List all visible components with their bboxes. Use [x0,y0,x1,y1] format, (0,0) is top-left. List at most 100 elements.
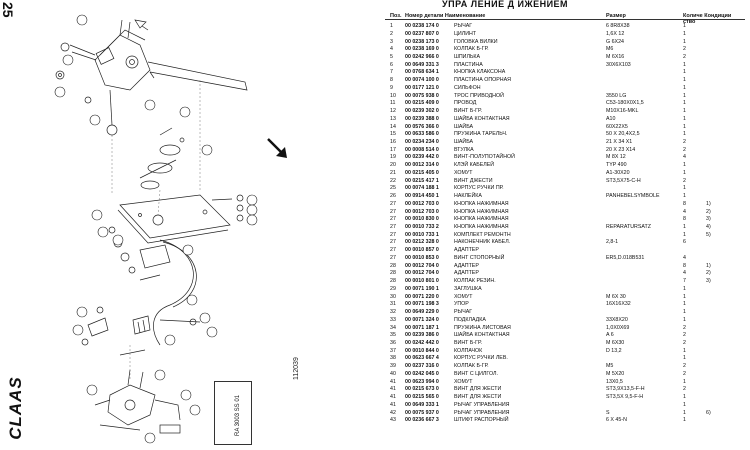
cell-art: 00 0649 333 1 [405,401,439,408]
cell-pos: 32 [390,309,396,315]
cell-size: 33X8X20 [606,316,628,323]
cell-art: 00 0074 100 0 [405,77,439,84]
cell-name: КОРПУС РУЧКИ ЛЕВ. [454,355,508,362]
cell-art: 00 0010 801 0 [405,278,439,285]
cell-pos: 28 [390,262,396,269]
cell-art: 00 0215 405 0 [405,169,439,176]
cell-name: ПРУЖИНА ТАРЕЛЬЧ. [454,131,508,138]
cell-name: ВИНТ-ПОЛУПОТАЙНОЙ [454,154,515,161]
cell-pos: 33 [390,316,396,323]
cell-name: ВИНТ Б-ГР. [454,108,482,114]
cell-qty: 4 [683,254,686,261]
cell-art: 00 0071 324 0 [405,316,439,323]
cell-size: 1,6X 12 [606,30,625,37]
cell-name: ШТИФТ РАСПОРНЫЙ [454,417,509,424]
cell-art: 00 0071 220 0 [405,293,439,300]
cell-note: 2) [706,208,711,215]
cell-qty: 1 [683,401,686,408]
cell-qty: 1 [683,115,686,122]
cell-art: 00 0012 703 0 [405,200,439,207]
cell-art: 00 0633 586 0 [405,131,439,138]
cell-name: ВИНТ ДЛЯ ЖЕСТИ [454,386,502,393]
cell-pos: 28 [390,270,396,277]
cell-pos: 27 [390,216,396,223]
cell-size: 60X22X5 [606,123,628,130]
header-rule [385,19,745,20]
cell-qty: 1 [683,285,686,292]
cell-pos: 21 [390,169,396,176]
cell-qty: 1 [683,108,686,114]
drawing-stamp-text: RA 3003 SS 01 [235,394,241,436]
cell-note: 3) [706,278,711,285]
cell-art: 00 0649 331 3 [405,61,439,68]
cell-pos: 22 [390,177,396,184]
cell-size: 30X6X103 [606,61,631,68]
cell-art: 00 0010 733 2 [405,224,439,230]
cell-qty: 1 [683,162,686,169]
cell-size: M 8X 12 [606,154,626,161]
cell-art: 00 0623 667 4 [405,355,439,362]
cell-name: РЫЧАГ УПРАВЛЕНИЯ [454,409,510,416]
cell-pos: 43 [390,417,396,424]
cell-size: ST3,9X13,5-F-H [606,386,645,393]
cell-qty: 1 [683,169,686,176]
cell-pos: 35 [390,332,396,339]
cell-qty: 2 [683,370,686,377]
cell-art: 00 0215 673 0 [405,386,439,393]
column-header-qty: Количе Кондиции [683,13,732,19]
cell-pos: 12 [390,108,396,114]
cell-name: РЫЧАГ УПРАВЛЕНИЯ [454,401,510,408]
cell-size: A10 [606,115,616,122]
cell-qty: 8 [683,216,686,223]
cell-art: 00 0012 314 0 [405,162,439,169]
cell-art: 00 0238 173 0 [405,38,439,45]
cell-qty: 8 [683,262,686,269]
cell-name: ВТУЛКА [454,146,474,153]
cell-size: 6 X 45-N [606,417,627,424]
cell-name: КОЛПАК Б-ГР. [454,363,489,370]
cell-name: СИЛЬФОН [454,84,481,91]
cell-art: 00 0239 386 0 [405,332,439,339]
cell-art: 00 0071 190 1 [405,285,439,292]
cell-size: 3550 LG [606,92,627,99]
cell-art: 00 0242 442 0 [405,339,439,346]
cell-name: КНОПКА НАЖИМНАЯ [454,208,509,215]
cell-pos: 19 [390,154,396,161]
cell-art: 00 0010 853 0 [405,254,439,261]
cell-qty: 1 [683,77,686,84]
cell-size: REPARATURSATZ [606,224,652,230]
cell-name: ВИНТ С ЦИЛГОЛ. [454,370,498,377]
cell-name: УПОР [454,301,469,308]
cell-size: G 6X24 [606,38,624,45]
cell-art: 00 0010 844 0 [405,347,439,354]
cell-pos: 27 [390,200,396,207]
cell-name: ЗАГЛУШКА [454,285,482,292]
cell-name: ШПИЛЬКА [454,53,481,60]
cell-art: 00 0239 442 0 [405,154,439,161]
cell-size: M10X16-MKL [606,108,639,114]
cell-qty: 2 [683,177,686,184]
cell-pos: 27 [390,239,396,246]
cell-qty: 1 [683,355,686,362]
cell-pos: 39 [390,363,396,370]
cell-art: 00 0914 450 1 [405,193,439,200]
cell-pos: 17 [390,146,396,153]
cell-size: M 6X30 [606,339,625,346]
cell-size: ST3,5X75-C-H [606,177,641,184]
cell-name: ШАЙБА [454,138,474,145]
cell-size: A 6 [606,332,614,339]
cell-art: 00 0236 667 3 [405,417,439,424]
cell-name: КНОПКА КЛАКСОНА [454,69,506,76]
cell-pos: 28 [390,278,396,285]
cell-art: 00 0237 807 0 [405,30,439,37]
cell-qty: 2 [683,146,686,153]
parts-list-title: УПРА ЛЕНИЕ Д ИЖЕНИЕМ [442,0,569,9]
cell-name: НАКОНЕЧНИК КАБЕЛ. [454,239,511,246]
cell-pos: 31 [390,301,396,308]
cell-qty: 2 [683,138,686,145]
cell-name: ПОДКЛАДКА [454,316,486,323]
cell-art: 00 0649 229 0 [405,309,439,315]
cell-note: 2) [706,270,711,277]
cell-name: КЛЭЙ КАБЕЛЕЙ [454,162,495,169]
cell-name: КОЛПАК Б-ГР. [454,46,489,53]
